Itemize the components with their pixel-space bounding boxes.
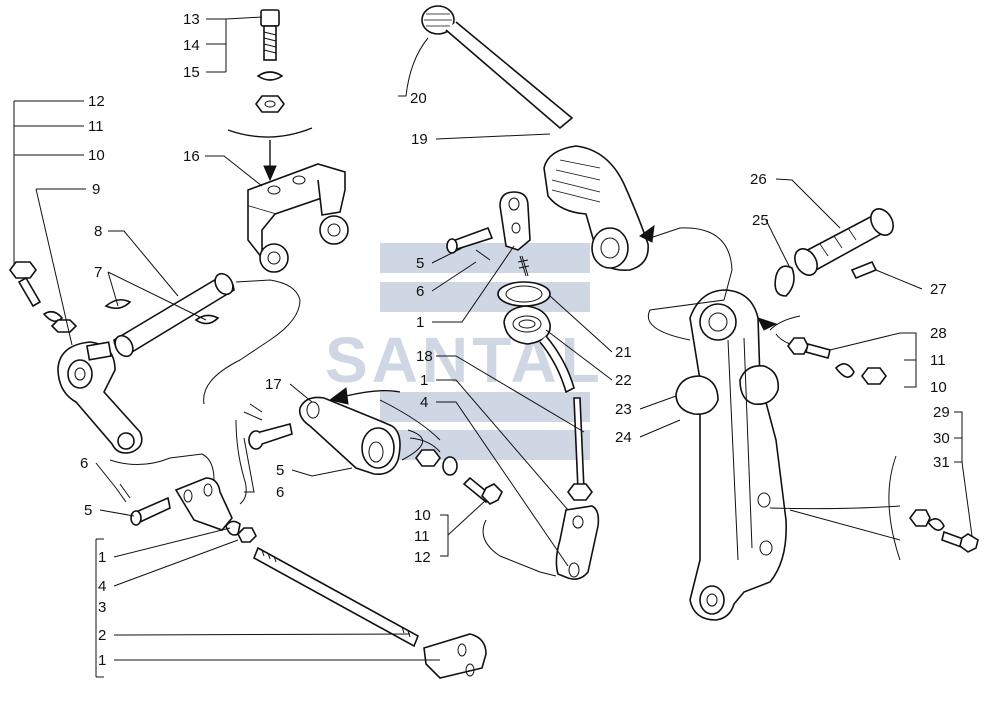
bracket-lever-23-24 bbox=[675, 289, 787, 621]
rod-2-3 bbox=[252, 546, 487, 679]
callout-5-left: 5 bbox=[84, 502, 92, 519]
bracket-16 bbox=[247, 163, 349, 273]
leader-lines bbox=[13, 16, 973, 678]
lever-9 bbox=[57, 341, 143, 454]
callout-17: 17 bbox=[265, 376, 282, 393]
callout-21: 21 bbox=[615, 344, 632, 361]
callout-3: 3 bbox=[98, 599, 106, 616]
callout-11-center: 11 bbox=[414, 528, 430, 545]
shaft-8 bbox=[104, 272, 235, 358]
callout-15: 15 bbox=[183, 64, 200, 81]
callout-31: 31 bbox=[933, 454, 950, 471]
spring-seat-21 bbox=[497, 255, 551, 307]
arrow-line-17 bbox=[345, 389, 401, 397]
callout-11-right: 11 bbox=[930, 352, 946, 369]
arc-right-2 bbox=[888, 455, 901, 561]
rod-18 bbox=[555, 397, 600, 580]
callout-8: 8 bbox=[94, 223, 102, 240]
callout-5-mid: 5 bbox=[276, 462, 284, 479]
callout-18: 18 bbox=[416, 348, 433, 365]
callout-30: 30 bbox=[933, 430, 950, 447]
bolt-nut-28 bbox=[787, 337, 887, 385]
callout-1-left-bottom: 1 bbox=[98, 652, 106, 669]
callout-4-center: 4 bbox=[420, 394, 428, 411]
circlip-25 bbox=[774, 265, 795, 297]
callout-14: 14 bbox=[183, 37, 200, 54]
callout-28: 28 bbox=[930, 325, 947, 342]
callout-20: 20 bbox=[410, 90, 427, 107]
pin-5b bbox=[248, 423, 293, 450]
callout-5-center: 5 bbox=[416, 255, 424, 272]
bolt-nut-washer-left bbox=[9, 261, 78, 333]
callout-13: 13 bbox=[183, 11, 200, 28]
pin-26 bbox=[794, 208, 894, 276]
callout-27: 27 bbox=[930, 281, 947, 298]
callout-11-left: 11 bbox=[88, 118, 104, 135]
callout-22: 22 bbox=[615, 372, 632, 389]
arrow-head-16 bbox=[263, 165, 277, 182]
arrow-head-26 bbox=[757, 317, 778, 331]
assembly-arc-16 bbox=[227, 127, 313, 138]
callout-10-center: 10 bbox=[414, 507, 431, 524]
callout-1-center: 1 bbox=[416, 314, 424, 331]
callout-29: 29 bbox=[933, 404, 950, 421]
callout-1-left-top: 1 bbox=[98, 549, 106, 566]
split-pin-6b bbox=[243, 403, 263, 421]
callout-23: 23 bbox=[615, 401, 632, 418]
clevis-left bbox=[115, 477, 257, 543]
callout-19: 19 bbox=[411, 131, 428, 148]
nut-washer-17 bbox=[415, 449, 503, 505]
callout-labels: 13 14 15 16 12 11 10 9 8 7 6 5 1 4 3 2 1… bbox=[80, 11, 950, 669]
callout-2: 2 bbox=[98, 627, 106, 644]
callout-25: 25 bbox=[752, 212, 769, 229]
callout-9: 9 bbox=[92, 181, 100, 198]
callout-24: 24 bbox=[615, 429, 632, 446]
callout-4-left: 4 bbox=[98, 578, 106, 595]
bolt-13-14-15 bbox=[255, 9, 285, 113]
assembly-guide-lines bbox=[109, 227, 901, 577]
lever-19 bbox=[421, 5, 649, 272]
callout-7: 7 bbox=[94, 264, 102, 281]
key-27 bbox=[850, 260, 878, 280]
callout-1-center-lower: 1 bbox=[420, 372, 428, 389]
callout-6-left: 6 bbox=[80, 455, 88, 472]
callout-10-right: 10 bbox=[930, 379, 947, 396]
circlip-curve bbox=[401, 429, 423, 461]
callout-26: 26 bbox=[750, 171, 767, 188]
callout-12-center: 12 bbox=[414, 549, 431, 566]
callout-10-left: 10 bbox=[88, 147, 105, 164]
clevis-middle bbox=[446, 191, 531, 261]
callout-12-left: 12 bbox=[88, 93, 105, 110]
bolt-nut-29 bbox=[909, 509, 979, 553]
callout-6-mid: 6 bbox=[276, 484, 284, 501]
lever-17 bbox=[298, 396, 401, 476]
arc-right-1 bbox=[769, 315, 801, 331]
callout-6-center: 6 bbox=[416, 283, 424, 300]
arrow-head-19 bbox=[639, 224, 655, 243]
boot-22 bbox=[503, 305, 575, 394]
callout-16: 16 bbox=[183, 148, 200, 165]
